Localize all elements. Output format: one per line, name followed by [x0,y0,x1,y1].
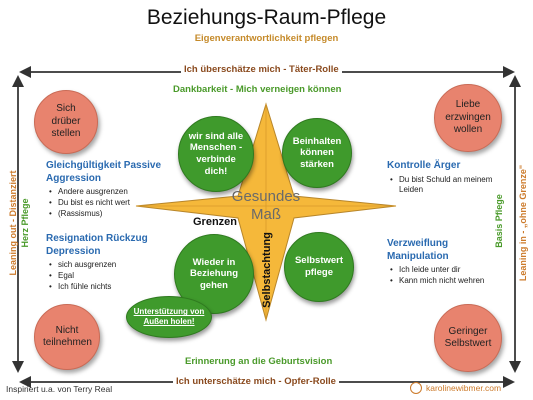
panel-left-bottom: Resignation Rückzug Depression sich ausg… [46,233,156,292]
panel-right-bottom-heading: Verzweiflung Manipulation [387,238,449,262]
corner-circle-bottom-left-text: Nicht teilnehmen [43,324,92,349]
list-item: Du bist es nicht wert [49,198,176,209]
brand-logo-icon [410,382,422,394]
green-circle-small-text: Unterstützung von Außen holen! [133,307,205,326]
panel-left-top-heading: Gleichgültigkeit Passive Aggression [46,160,162,184]
green-circle-top-right-text: Beinhalten können stärken [292,135,342,170]
list-item: Du bist Schuld an meinem Leiden [390,175,499,197]
right-outer-label: Leaning in - „ohne Grenze" [518,164,528,282]
list-item: sich ausgrenzen [49,260,156,271]
panel-right-bottom-list: Ich leide unter dir Kann mich nicht wehr… [387,265,499,287]
corner-circle-bottom-right-text: Geringer Selbstwert [444,325,492,350]
left-inner-label: Herz Pflege [20,198,30,248]
green-circle-top-left: wir sind alle Menschen - verbinde dich! [178,116,254,192]
green-circle-bottom-left-text: Wieder in Beziehung gehen [189,256,239,291]
green-circle-top-left-text: wir sind alle Menschen - verbinde dich! [188,130,244,177]
green-circle-bottom-right: Selbstwert pflege [284,232,354,302]
corner-circle-top-left-text: Sich drüber stellen [51,103,81,140]
panel-right-bottom: Verzweiflung Manipulation Ich leide unte… [387,238,499,287]
panel-right-top: Kontrolle Ärger Du bist Schuld an meinem… [387,160,499,196]
green-circle-small: Unterstützung von Außen holen! [126,296,212,338]
left-outer-label: Leaning out - Distanziert [8,170,18,276]
list-item: Ich leide unter dir [390,265,499,276]
center-left-label: Grenzen [193,216,238,228]
top-green-label: Dankbarkeit - Mich verneigen können [173,84,342,95]
page-subtitle: Eigenverantwortlichkeit pflegen [194,33,339,44]
footer-brand: karolinewibmer.com [410,382,501,394]
panel-right-top-heading: Kontrolle Ärger [387,160,461,171]
panel-left-top-list: Andere ausgrenzen Du bist es nicht wert … [46,187,176,219]
list-item: Kann mich nicht wehren [390,276,499,287]
panel-left-top: Gleichgültigkeit Passive Aggression Ande… [46,160,176,219]
corner-circle-top-right-text: Liebe erzwingen wollen [445,99,491,136]
footer-credit: Inspiriert u.a. von Terry Real [6,384,113,394]
corner-circle-bottom-right: Geringer Selbstwert [434,304,502,372]
green-circle-top-right: Beinhalten können stärken [282,118,352,188]
bottom-green-label: Erinnerung an die Geburtsvision [185,356,333,367]
corner-circle-bottom-left: Nicht teilnehmen [34,304,100,370]
panel-left-bottom-heading: Resignation Rückzug Depression [46,233,148,257]
bottom-role-label: Ich unterschätze mich - Opfer-Rolle [173,376,339,387]
panel-left-bottom-list: sich ausgrenzen Egal Ich fühle nichts [46,260,156,292]
list-item: (Rassismus) [49,209,176,220]
corner-circle-top-right: Liebe erzwingen wollen [434,84,502,152]
green-circle-bottom-right-text: Selbstwert pflege [294,255,344,278]
footer-website: karolinewibmer.com [426,383,502,393]
center-vertical-label: Selbstachtung [261,232,273,308]
corner-circle-top-left: Sich drüber stellen [34,90,98,154]
panel-right-top-list: Du bist Schuld an meinem Leiden [387,175,499,197]
page-title: Beziehungs-Raum-Pflege [146,6,387,29]
list-item: Andere ausgrenzen [49,187,176,198]
top-role-label: Ich überschätze mich - Täter-Rolle [181,64,342,75]
list-item: Egal [49,271,156,282]
list-item: Ich fühle nichts [49,282,156,293]
center-main-label: Gesundes Maß [231,188,301,223]
